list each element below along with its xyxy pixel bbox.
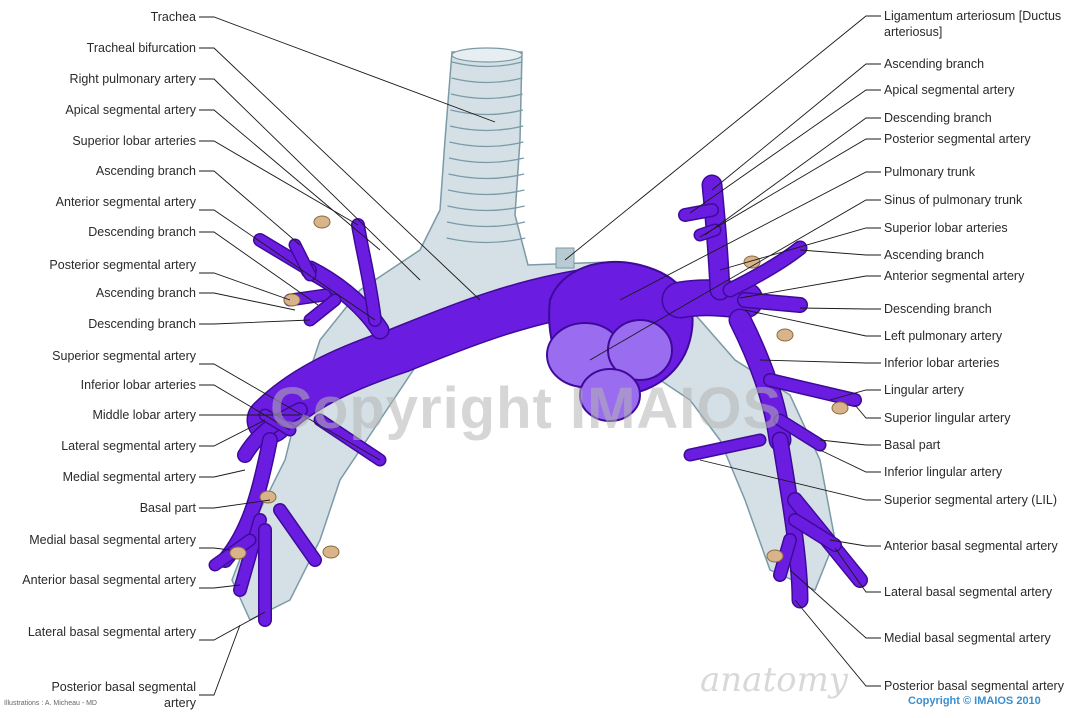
right-label-2: Ascending branch [884, 56, 984, 72]
left-label-14: Middle lobar artery [92, 407, 196, 423]
right-label-15: Superior lingular artery [884, 410, 1010, 426]
leader-line [855, 405, 881, 418]
leader-line [700, 139, 881, 237]
bronchus-cut-end [832, 402, 848, 414]
right-label-21: Medial basal segmental artery [884, 630, 1064, 646]
left-label-1: Trachea [151, 9, 196, 25]
right-label-5: Posterior segmental artery [884, 131, 1064, 147]
left-label-5: Superior lobar arteries [72, 133, 196, 149]
right-label-9: Ascending branch [884, 247, 984, 263]
anatomy-logo: anatomy [700, 660, 848, 700]
left-apical-branch [685, 210, 712, 215]
leader-line [199, 79, 420, 280]
leader-line [705, 118, 881, 235]
leader-line [820, 450, 881, 472]
right-label-19: Anterior basal segmental artery [884, 538, 1064, 554]
left-label-13: Inferior lobar arteries [81, 377, 196, 393]
left-label-9: Posterior segmental artery [20, 257, 196, 273]
leader-line [760, 360, 881, 363]
right-label-3: Apical segmental artery [884, 82, 1015, 98]
right-label-13: Inferior lobar arteries [884, 355, 999, 371]
left-label-12: Superior segmental artery [20, 348, 196, 364]
copyright-notice: Copyright © IMAIOS 2010 [908, 695, 1041, 707]
right-label-6: Pulmonary trunk [884, 164, 975, 180]
leader-line [800, 308, 881, 309]
right-label-1: Ligamentum arteriosum [Ductus arteriosus… [884, 8, 1064, 40]
left-label-3: Right pulmonary artery [70, 71, 196, 87]
left-superior-lobar-artery [712, 185, 720, 290]
right-label-11: Descending branch [884, 301, 992, 317]
left-label-19: Anterior basal segmental artery [20, 572, 196, 588]
left-label-6: Ascending branch [96, 163, 196, 179]
leader-line [199, 470, 245, 477]
left-ascending-branch [730, 248, 800, 290]
bronchus-cut-end [323, 546, 339, 558]
right-label-20: Lateral basal segmental artery [884, 584, 1064, 600]
leader-line [712, 64, 881, 190]
leader-line [199, 293, 295, 310]
leader-line [199, 273, 290, 300]
right-label-17: Inferior lingular artery [884, 464, 1002, 480]
leader-line [800, 250, 881, 255]
left-label-8: Descending branch [88, 224, 196, 240]
left-label-17: Basal part [140, 500, 196, 516]
left-label-15: Lateral segmental artery [61, 438, 196, 454]
left-descending-branch [745, 300, 800, 305]
left-label-16: Medial segmental artery [63, 469, 196, 485]
bronchus-cut-end [767, 550, 783, 562]
bronchus-cut-end [777, 329, 793, 341]
left-label-4: Apical segmental artery [65, 102, 196, 118]
right-label-10: Anterior segmental artery [884, 268, 1064, 284]
copyright-watermark: Copyright IMAIOS [270, 375, 782, 442]
bronchus-cut-end [284, 294, 300, 306]
left-label-20: Lateral basal segmental artery [20, 624, 196, 640]
right-label-7: Sinus of pulmonary trunk [884, 192, 1022, 208]
left-label-2: Tracheal bifurcation [87, 40, 196, 56]
right-label-18: Superior segmental artery (LIL) [884, 492, 1064, 508]
bronchus-cut-end [314, 216, 330, 228]
left-label-10: Ascending branch [96, 285, 196, 301]
bronchus-cut-end [230, 547, 246, 559]
leader-line [820, 440, 881, 445]
leader-line [199, 320, 310, 324]
left-label-18: Medial basal segmental artery [20, 532, 196, 548]
right-label-4: Descending branch [884, 110, 992, 126]
ligamentum-arteriosum [556, 248, 574, 268]
leader-line [745, 310, 881, 336]
right-label-16: Basal part [884, 437, 940, 453]
left-pulmonary-artery [680, 298, 745, 300]
leader-line [199, 141, 358, 225]
trachea-opening [452, 48, 522, 62]
left-label-11: Descending branch [88, 316, 196, 332]
leader-line [199, 625, 240, 695]
illustration-credit: Illustrations : A. Micheau - MD [4, 700, 97, 707]
left-label-7: Anterior segmental artery [20, 194, 196, 210]
right-label-14: Lingular artery [884, 382, 964, 398]
right-label-22: Posterior basal segmental artery [884, 678, 1064, 694]
right-label-12: Left pulmonary artery [884, 328, 1002, 344]
right-label-8: Superior lobar arteries [884, 220, 1008, 236]
